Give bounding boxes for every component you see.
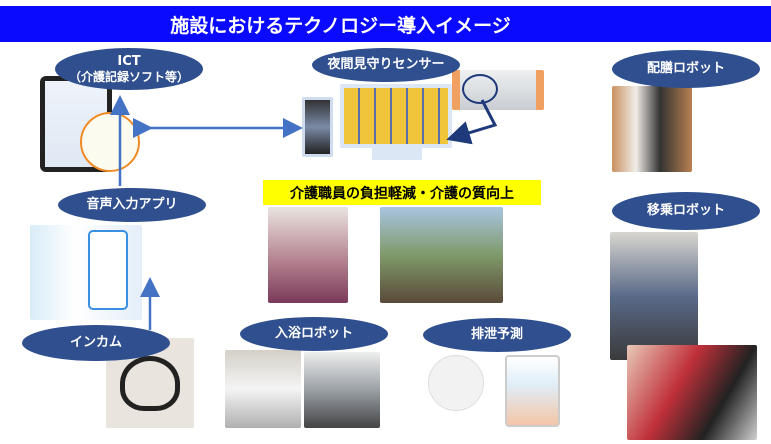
smartphone-image xyxy=(302,97,333,157)
meal-robot-label: 配膳ロボット xyxy=(612,50,760,88)
ict-label: ICT （介護記録ソフト等） xyxy=(55,48,203,90)
transfer-robot-label: 移乗ロボット xyxy=(612,192,760,230)
page-title: 施設におけるテクノロジー導入イメージ xyxy=(0,6,771,42)
intercom-label: インカム xyxy=(22,325,170,361)
night-sensor-label: 夜間見守りセンサー xyxy=(312,48,460,82)
transfer-robot-photo-1 xyxy=(610,232,698,360)
bed-to-monitor-arrow xyxy=(446,99,498,145)
bath-photo-1 xyxy=(225,350,301,428)
bath-photo-2 xyxy=(304,352,380,428)
bath-robot-label: 入浴ロボット xyxy=(240,317,388,351)
monitor-image xyxy=(340,84,452,148)
excretion-label: 排泄予測 xyxy=(423,318,571,352)
care-photo-2 xyxy=(380,207,503,303)
voice-app-image xyxy=(30,225,142,320)
meal-robot-photo xyxy=(612,86,692,172)
monitor-stand xyxy=(372,148,422,160)
bed-sensor-circle xyxy=(462,74,498,104)
transfer-robot-photo-2 xyxy=(627,345,757,440)
zoom-circle xyxy=(80,112,140,172)
care-photo-1 xyxy=(268,207,348,303)
excretion-tablet-image xyxy=(505,355,560,427)
center-message: 介護職員の負担軽減・介護の質向上 xyxy=(263,180,541,205)
excretion-device-image xyxy=(428,355,484,411)
voice-app-label: 音声入力アプリ xyxy=(58,188,206,222)
